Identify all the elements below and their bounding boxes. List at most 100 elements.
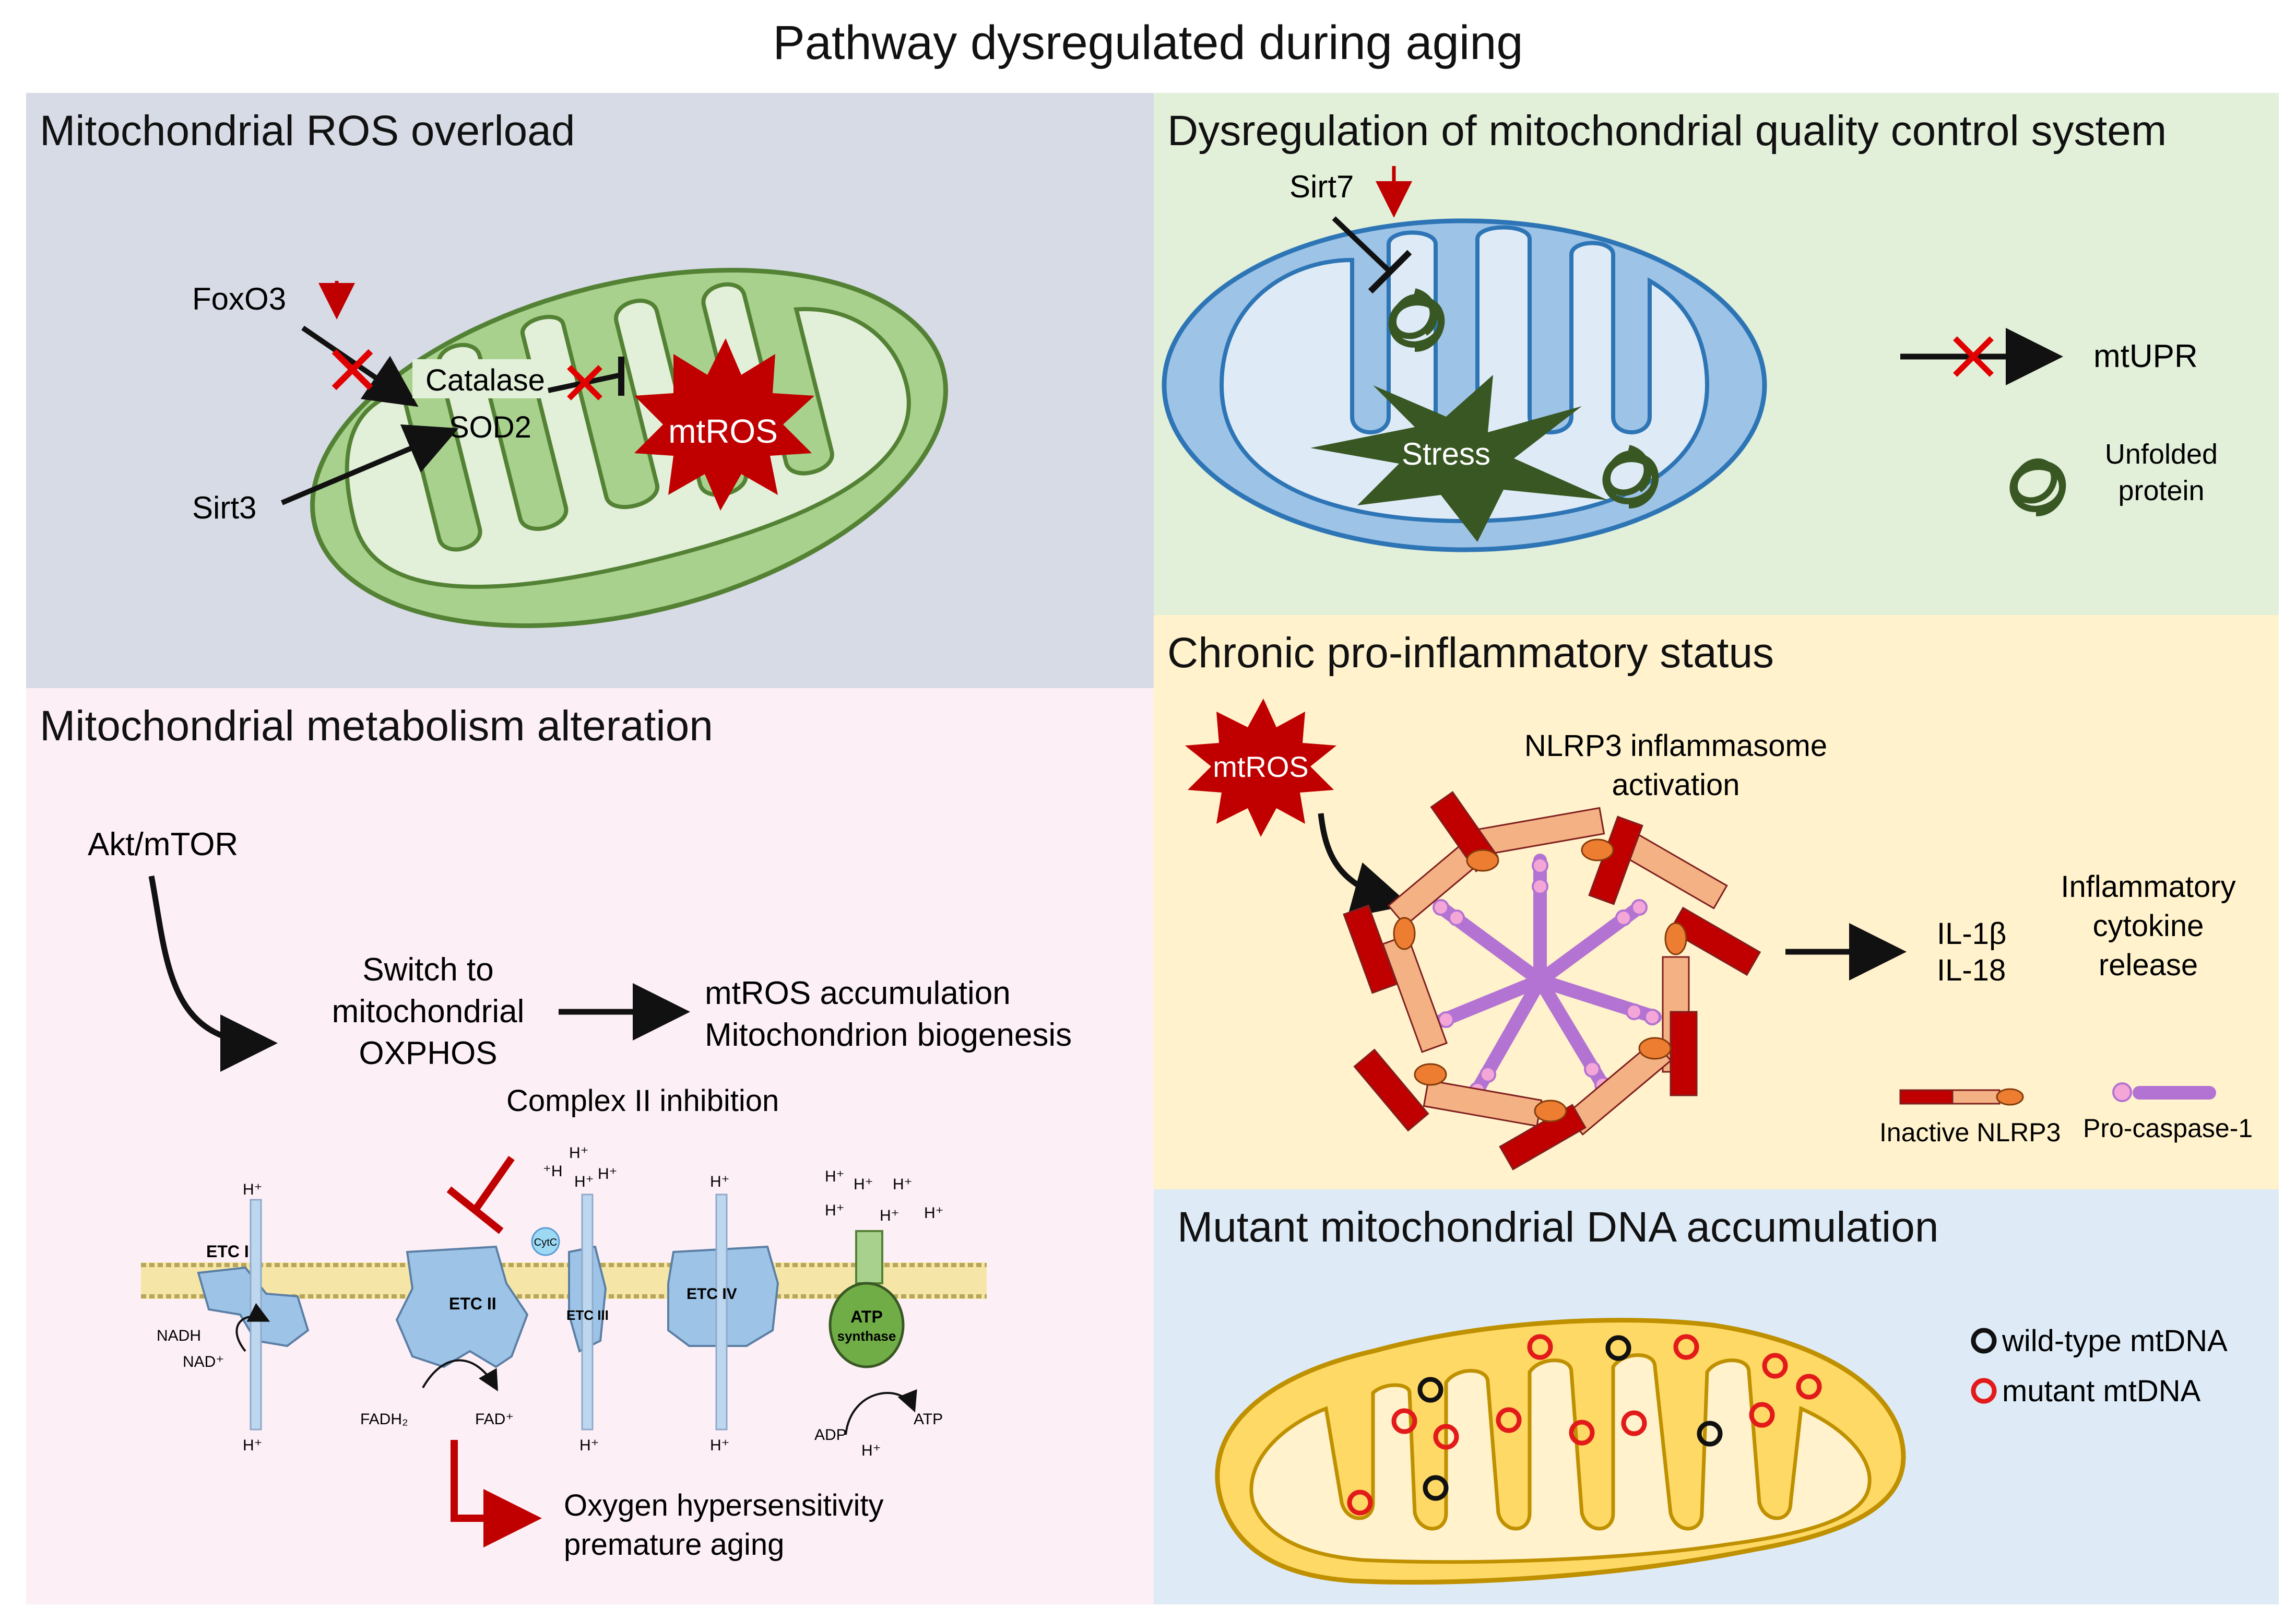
fad-label: FAD⁺ <box>475 1411 514 1428</box>
etc4-h-bottom: H⁺ <box>710 1437 730 1454</box>
panel-quality-control: Dysregulation of mitochondrial quality c… <box>1154 93 2279 615</box>
adp-label: ADP <box>814 1426 847 1444</box>
sirt7-inhibit-bar <box>1368 250 1412 294</box>
panel-mtdna: Mutant mitochondrial DNA accumulation wi… <box>1154 1189 2279 1604</box>
legend-wildtype-icon <box>1971 1328 1997 1354</box>
catalase-box <box>412 359 546 398</box>
result-line2: Mitochondrion biogenesis <box>705 1017 1072 1053</box>
unfolded-protein-legend-icon <box>2009 458 2066 516</box>
metabolism-diagram: Akt/mTOR Switch to mitochondrial OXPHOS … <box>88 826 1072 1562</box>
atp-h1: H⁺ <box>825 1168 845 1185</box>
foxo3-block-x <box>332 349 373 391</box>
unfolded-protein-2 <box>1602 445 1659 509</box>
main-title: Pathway dysregulated during aging <box>773 16 1523 69</box>
legend-inactive-nlrp3: Inactive NLRP3 <box>1879 1118 2061 1147</box>
legend-inactive-nlrp3-icon <box>1899 1088 2024 1106</box>
etc3-h-bottom: H⁺ <box>579 1437 599 1454</box>
atp-synthase-line1: ATP <box>850 1307 883 1326</box>
mtdna-circles <box>1347 1334 1822 1516</box>
etc4-h-top: H⁺ <box>710 1173 730 1190</box>
il1b-label: IL-1β <box>1937 917 2006 951</box>
atp-synthase: ATP synthase H⁺ H⁺ H⁺ H⁺ H⁺ H⁺ H⁺ ADP AT… <box>814 1168 944 1459</box>
mtros-star: mtROS <box>634 338 814 511</box>
panel-title-inflammatory: Chronic pro-inflammatory status <box>1167 629 1774 677</box>
cytokine-line2: cytokine <box>2093 909 2204 943</box>
mtros-label: mtROS <box>668 412 778 450</box>
cytokine-line3: release <box>2099 948 2198 982</box>
etc3-h1: H⁺ <box>569 1144 589 1162</box>
mtros-star-inflam: mtROS <box>1185 699 1336 837</box>
foxo3-label: FoxO3 <box>192 281 286 316</box>
switch-line1: Switch to <box>362 952 494 988</box>
nadh-label: NADH <box>157 1327 201 1344</box>
etc1-complex: ETC I H⁺ H⁺ NADH NAD⁺ <box>157 1181 310 1454</box>
switch-line2: mitochondrial <box>332 994 525 1030</box>
mtupr-block-x <box>1953 336 1994 377</box>
etc4-complex: ETC IV H⁺ H⁺ <box>667 1173 779 1454</box>
etc3-h4: H⁺ <box>598 1165 618 1183</box>
outcome-line2: premature aging <box>564 1528 784 1562</box>
mtros-inflam-label: mtROS <box>1213 750 1309 783</box>
etc1-h-bottom: H⁺ <box>243 1437 263 1454</box>
complex2-inhibit-symbol <box>446 1155 515 1234</box>
fadh2-label: FADH₂ <box>360 1411 408 1428</box>
sirt3-label: Sirt3 <box>192 490 256 525</box>
nlrp3-line1: NLRP3 inflammasome <box>1524 729 1827 763</box>
etc2-label: ETC II <box>449 1294 496 1313</box>
outcome-red-arrow <box>451 1440 542 1547</box>
legend-wildtype: wild-type mtDNA <box>2002 1324 2228 1358</box>
panel-title-qc: Dysregulation of mitochondrial quality c… <box>1167 107 2167 155</box>
result-line1: mtROS accumulation <box>705 975 1011 1011</box>
atp-label: ATP <box>914 1411 943 1428</box>
atp-h3: H⁺ <box>893 1176 913 1193</box>
panel-metabolism: Mitochondrial metabolism alteration Akt/… <box>26 688 1154 1604</box>
legend-mutant: mutant mtDNA <box>2002 1374 2201 1408</box>
panel-title-mtdna: Mutant mitochondrial DNA accumulation <box>1177 1203 1939 1251</box>
outcome-line1: Oxygen hypersensitivity <box>564 1488 883 1522</box>
etc3-h3: H⁺ <box>574 1173 594 1190</box>
etc3-label: ETC III <box>566 1307 609 1323</box>
atp-h-bottom: H⁺ <box>861 1442 881 1459</box>
atp-synthase-line2: synthase <box>837 1328 896 1344</box>
inflammasome-diagram: mtROS NLRP3 inflammasome activation <box>1185 699 2253 1171</box>
atp-h5: H⁺ <box>880 1207 900 1224</box>
sirt7-label: Sirt7 <box>1289 169 1354 204</box>
legend-procaspase: Pro-caspase-1 <box>2083 1114 2253 1143</box>
unfolded-label-line1: Unfolded <box>2105 439 2218 470</box>
sirt3-arrow <box>281 424 459 505</box>
switch-line3: OXPHOS <box>359 1035 497 1071</box>
sirt7-inhibit-line <box>1332 216 1391 273</box>
unfolded-protein-1 <box>1388 288 1445 352</box>
akt-mtor-label: Akt/mTOR <box>88 826 238 862</box>
mtros-to-nlrp3-arrow <box>1318 813 1411 918</box>
akt-curved-arrow <box>148 875 278 1072</box>
stress-label: Stress <box>1402 436 1490 471</box>
stress-burst: Stress <box>1310 375 1608 542</box>
mitochondrion-green <box>310 268 948 628</box>
nlrp3-line2: activation <box>1612 768 1739 802</box>
etc2-complex: ETC II FADH₂ FAD⁺ <box>360 1245 529 1428</box>
legend-mutant-icon <box>1971 1378 1997 1404</box>
catalase-label: Catalase <box>425 363 545 397</box>
cytc-icon: CytC <box>531 1227 560 1256</box>
panel-ros-overload: Mitochondrial ROS overload mtROS FoxO3 C… <box>26 93 1154 688</box>
mitochondrion-yellow <box>1215 1318 1906 1585</box>
qc-diagram: Stress Sirt7 mtUPR Unfolded protein <box>1162 166 2218 552</box>
cytc-label: CytC <box>534 1237 557 1248</box>
etc4-label: ETC IV <box>687 1285 737 1303</box>
il18-label: IL-18 <box>1937 953 2006 987</box>
catalase-block-x <box>567 365 602 400</box>
etc3-complex: ETC III H⁺ ⁺H H⁺ H⁺ H⁺ <box>543 1144 618 1454</box>
panel-title-ros: Mitochondrial ROS overload <box>40 107 575 155</box>
legend-procaspase-icon <box>2112 1082 2216 1102</box>
ros-diagram: mtROS FoxO3 Catalase SOD2 Sirt3 <box>192 268 948 628</box>
sod2-label: SOD2 <box>449 410 531 444</box>
nad-label: NAD⁺ <box>183 1353 224 1370</box>
inflammasome-ring <box>1343 791 1761 1171</box>
etc1-h-top: H⁺ <box>243 1181 263 1198</box>
etc1-label: ETC I <box>206 1242 249 1261</box>
mtupr-label: mtUPR <box>2093 338 2198 374</box>
unfolded-label-line2: protein <box>2118 475 2204 506</box>
mtdna-diagram: wild-type mtDNA mutant mtDNA <box>1215 1318 2228 1585</box>
panel-title-metabolism: Mitochondrial metabolism alteration <box>40 702 713 750</box>
